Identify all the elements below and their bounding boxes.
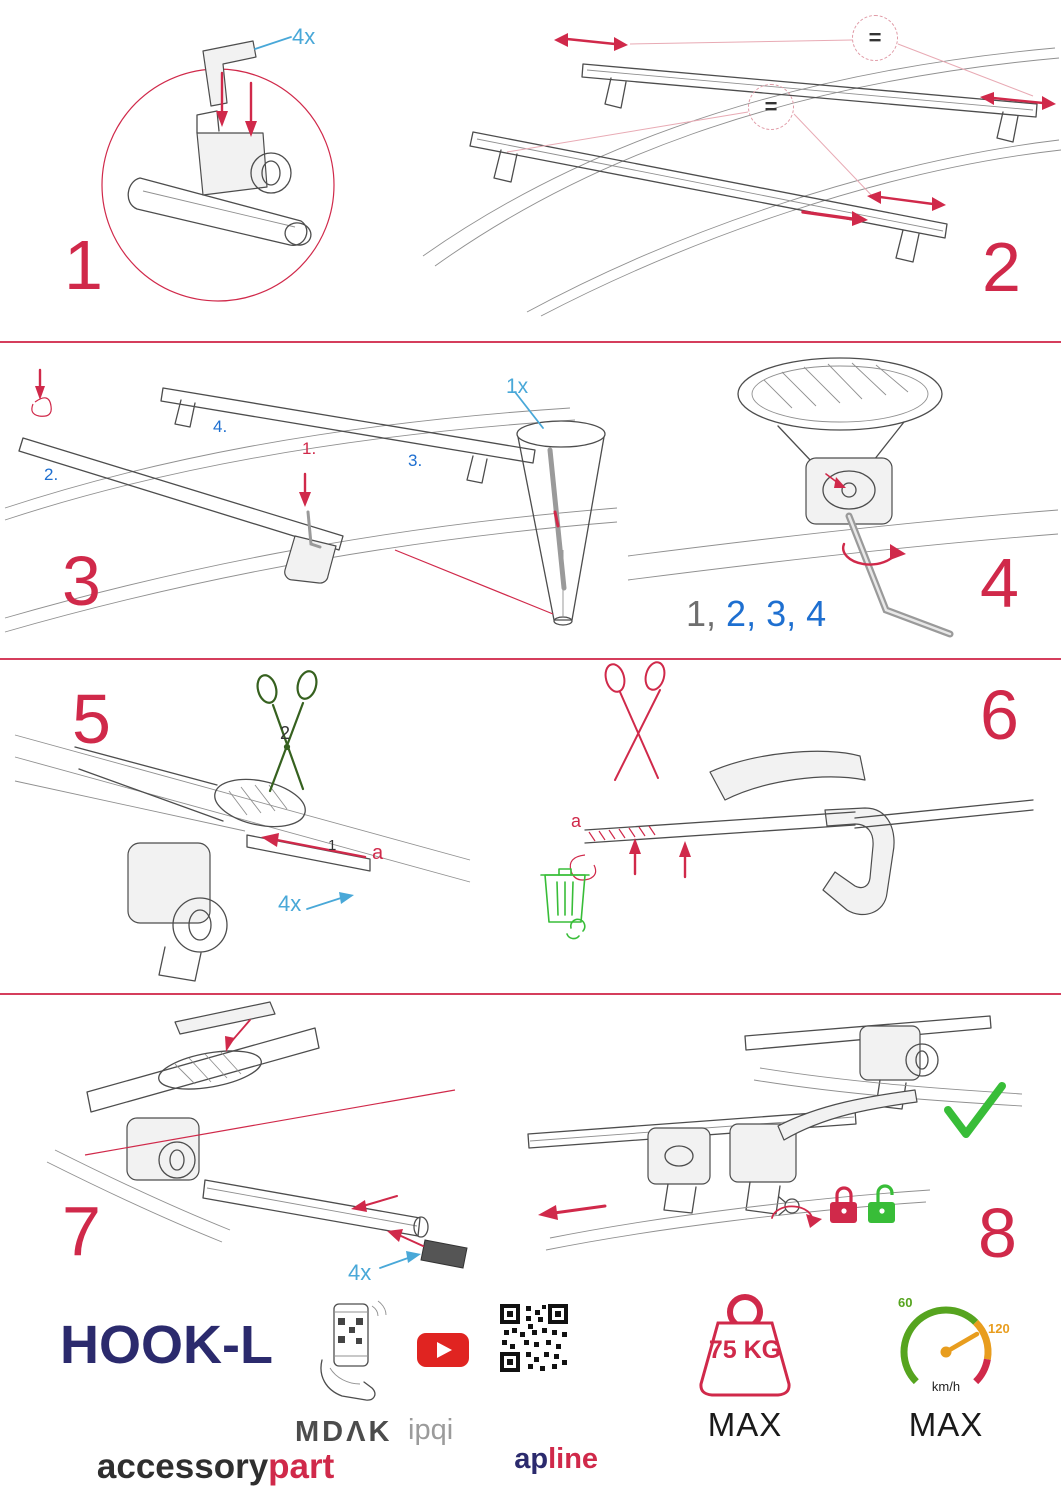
clamp-body xyxy=(127,842,211,924)
sequence-done: 1, xyxy=(686,593,717,634)
apline-line: line xyxy=(548,1443,599,1475)
hook-arm xyxy=(777,1089,918,1141)
bracket-hook xyxy=(822,807,895,915)
equal-sign: = xyxy=(764,94,778,119)
step-4-sequence: 1, 2, 3, 4 xyxy=(646,560,826,668)
equal-sign: = xyxy=(868,25,882,50)
padlock-open-icon xyxy=(868,1184,895,1223)
scissors-icon xyxy=(604,661,666,781)
step-2-number: 2 xyxy=(982,228,1021,306)
bar-opening xyxy=(737,357,943,431)
section-divider-3 xyxy=(0,993,1061,995)
strap-curl xyxy=(31,397,52,417)
mini-qr xyxy=(338,1318,363,1344)
step-5-qty-label: 4x xyxy=(278,891,302,916)
strap-a xyxy=(246,834,371,872)
max-speed-icon xyxy=(900,1306,992,1385)
step-7-qty-label: 4x xyxy=(348,1260,372,1285)
step-4-illustration xyxy=(627,357,1059,638)
step-6-number: 6 xyxy=(980,676,1019,754)
needle xyxy=(943,1331,980,1355)
partner-apline: apline xyxy=(482,1416,598,1500)
hook-bracket-part xyxy=(202,40,257,107)
step-5-illustration xyxy=(14,670,471,982)
step-7-illustration xyxy=(46,1001,468,1269)
step-8-number: 8 xyxy=(978,1194,1017,1272)
step-2-illustration xyxy=(422,33,1061,317)
step-3-qty-label: 1x xyxy=(506,375,529,398)
scissors-icon xyxy=(256,670,318,793)
partner-mdak: MDΛK xyxy=(295,1416,393,1448)
max-load-value: 75 KG xyxy=(708,1336,782,1364)
step-1-number: 1 xyxy=(64,226,103,304)
max-load-icon xyxy=(699,1294,791,1397)
brand-logo: accessorypart xyxy=(58,1414,334,1500)
hand xyxy=(320,1359,376,1401)
crossbar-front xyxy=(469,131,948,239)
step-3-illustration xyxy=(4,368,618,633)
qr-code xyxy=(500,1304,568,1372)
step-3-number: 3 xyxy=(62,542,101,620)
lock-key-icon xyxy=(778,1196,800,1216)
step-3-sub-1: 1. xyxy=(302,439,317,458)
brand-part: part xyxy=(268,1447,335,1486)
step-8-illustration xyxy=(527,1015,1023,1251)
speed-high: 120 xyxy=(988,1321,1010,1336)
step-7-number: 7 xyxy=(62,1192,101,1270)
section-divider-2 xyxy=(0,658,1061,660)
bar-opening xyxy=(158,1050,262,1090)
step-5-mark-2: 2 xyxy=(280,723,291,743)
equality-badge-top: = xyxy=(852,15,898,61)
step-1-illustration xyxy=(101,36,335,302)
step-5-mark-1: 1 xyxy=(328,837,337,854)
product-name: HOOK-L xyxy=(60,1315,273,1375)
crossbar-rear xyxy=(581,63,1038,118)
apline-ap: ap xyxy=(514,1443,549,1475)
partner-ipqi: ipqi xyxy=(408,1414,454,1446)
youtube-icon xyxy=(417,1333,469,1367)
step-3-sub-3: 3. xyxy=(408,451,423,470)
step-5-mark-a: a xyxy=(372,842,384,864)
max-speed-label: MAX xyxy=(908,1406,984,1443)
bracket-wing xyxy=(709,750,866,801)
max-load-label: MAX xyxy=(707,1406,783,1443)
checkmark-icon xyxy=(944,1082,1006,1138)
clamp-body xyxy=(196,132,268,196)
insert-plate xyxy=(174,1001,276,1035)
clamp-body xyxy=(859,1025,921,1081)
speed-unit: km/h xyxy=(931,1379,961,1394)
strap-offcut xyxy=(569,854,597,881)
bar-opening xyxy=(214,778,306,828)
clamp-left xyxy=(647,1127,711,1185)
hex-key-small xyxy=(306,510,322,549)
step-1-qty-label: 4x xyxy=(292,24,316,49)
step-3-sub-4: 4. xyxy=(213,417,228,436)
step-5-number: 5 xyxy=(72,680,111,758)
speed-low: 60 xyxy=(898,1295,913,1310)
sequence-todo: 2, 3, 4 xyxy=(716,593,827,634)
step-4-number: 4 xyxy=(980,544,1019,622)
brand-accessory: accessory xyxy=(96,1447,269,1486)
section-divider-1 xyxy=(0,341,1061,343)
cone-sleeve xyxy=(516,420,606,448)
clamp-body xyxy=(284,535,337,584)
step-6-illustration xyxy=(540,661,1034,940)
scan-phone-icon xyxy=(320,1300,387,1401)
step-6-mark-a: a xyxy=(571,811,582,831)
equality-badge-mid: = xyxy=(748,84,794,130)
trash-bin-icon xyxy=(540,868,590,940)
end-cap xyxy=(420,1239,468,1269)
padlock-closed-icon xyxy=(830,1186,857,1223)
step-3-sub-2: 2. xyxy=(44,465,59,484)
